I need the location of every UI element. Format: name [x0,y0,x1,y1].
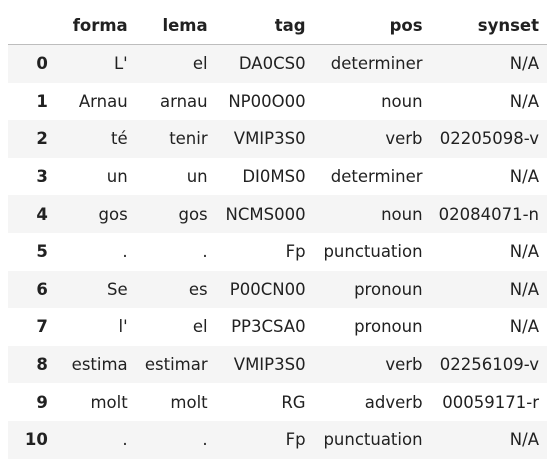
cell-tag: Fp [285,242,306,262]
row-index: 1 [36,91,48,111]
header-pos: pos [313,6,431,45]
cell-pos: noun [381,204,423,224]
cell-forma: . [122,242,128,262]
row-index: 7 [36,317,48,337]
table-row: 5.. Fp punctuation N/A [8,232,547,271]
cell-pos: punctuation [323,430,423,450]
table-row: 1 Arnau arnau NP00O00 noun N/A [8,82,547,121]
cell-tag: RG [281,392,306,412]
cell-synset: N/A [509,242,539,262]
cell-tag: DI0MS0 [242,167,306,187]
cell-forma: un [106,167,128,187]
row-index: 8 [36,355,48,375]
cell-pos: determiner [330,167,423,187]
cell-pos: pronoun [354,317,423,337]
cell-synset: N/A [509,317,539,337]
cell-forma: L' [113,54,128,74]
table-row: 0 L' el DA0CS0 determiner N/A [8,44,547,83]
table-row: 6 Se es P00CN00 pronoun N/A [8,270,547,309]
cell-lema: . [202,430,208,450]
dataframe-table: forma lema tag pos synset 0 L' el DA0CS0 det… [8,6,547,459]
cell-pos: determiner [330,54,423,74]
row-index: 0 [36,54,48,74]
row-index: 5 [36,242,48,262]
cell-tag: PP3CSA0 [231,317,306,337]
cell-synset: 02256109-v [439,355,539,375]
cell-lema: el [192,317,208,337]
cell-lema: arnau [160,91,208,111]
cell-synset: N/A [509,279,539,299]
cell-forma: gos [98,204,128,224]
row-index: 9 [36,392,48,412]
table-row: 9 molt molt RG adverb 00059171-r [8,383,547,421]
cell-tag: DA0CS0 [238,54,306,74]
cell-lema: es [188,279,208,299]
header-forma: forma [55,6,136,45]
header-index [8,6,56,45]
cell-lema: el [192,54,208,74]
cell-forma: . [122,430,128,450]
table-row: 2 té tenir VMIP3S0 verb 02205098-v [8,120,547,158]
header-tag: tag [215,6,314,45]
table-row: 10.. Fp punctuation N/A [8,420,547,459]
cell-synset: N/A [509,91,539,111]
cell-synset: 02084071-n [438,204,539,224]
cell-forma: Arnau [78,91,128,111]
cell-pos: punctuation [323,242,423,262]
cell-synset: N/A [509,167,539,187]
cell-lema: molt [170,392,208,412]
header-row: forma lema tag pos synset [8,6,547,45]
cell-forma: té [111,129,128,149]
table-row: 7 l' el PP3CSA0 pronoun N/A [8,308,547,346]
row-index: 3 [36,167,48,187]
cell-tag: VMIP3S0 [233,355,306,375]
cell-synset: N/A [509,430,539,450]
cell-pos: pronoun [354,279,423,299]
header-synset: synset [430,6,547,45]
cell-pos: verb [385,355,423,375]
cell-tag: NCMS000 [225,204,306,224]
row-index: 10 [24,430,48,450]
cell-pos: noun [381,91,423,111]
cell-pos: verb [385,129,423,149]
cell-forma: l' [118,317,128,337]
cell-synset: N/A [509,54,539,74]
cell-lema: estimar [144,355,208,375]
table-row: 8 estima estimar VMIP3S0 verb 02256109-v [8,345,547,384]
cell-pos: adverb [364,392,423,412]
cell-forma: molt [90,392,128,412]
table-row: 4 gos gos NCMS000 noun 02084071-n [8,195,547,233]
table-header: forma lema tag pos synset [8,6,547,45]
row-index: 2 [36,129,48,149]
cell-forma: estima [71,355,128,375]
cell-lema: . [202,242,208,262]
cell-synset: 02205098-v [439,129,539,149]
cell-tag: VMIP3S0 [233,129,306,149]
cell-tag: Fp [285,430,306,450]
cell-lema: un [186,167,208,187]
row-index: 4 [36,204,48,224]
cell-tag: P00CN00 [229,279,306,299]
cell-forma: Se [107,279,128,299]
table-row: 3 un un DI0MS0 determiner N/A [8,157,547,196]
row-index: 6 [36,279,48,299]
cell-tag: NP00O00 [228,91,306,111]
header-lema: lema [135,6,216,45]
cell-lema: gos [178,204,208,224]
cell-synset: 00059171-r [442,392,539,412]
cell-lema: tenir [169,129,208,149]
